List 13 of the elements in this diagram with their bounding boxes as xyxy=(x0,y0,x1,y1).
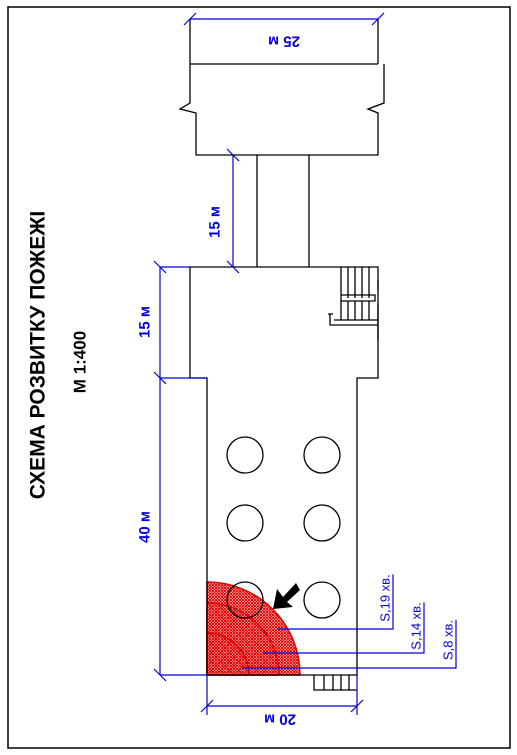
scale-label: М 1:400 xyxy=(72,330,88,394)
leader-line xyxy=(278,574,394,630)
dimension-label: 15 м xyxy=(208,206,222,238)
dimension-label: 20 м xyxy=(264,712,296,726)
time-area-label: S,8 хв. xyxy=(442,620,454,660)
diagram-title: СХЕМА РОЗВИТКУ ПОЖЕЖІ xyxy=(28,210,48,500)
leader-line xyxy=(263,602,425,654)
dimension-label: 15 м xyxy=(138,306,152,338)
leader-line xyxy=(242,620,457,669)
dimension-label: 25 м xyxy=(268,34,300,48)
dimension-label: 40 м xyxy=(138,511,152,543)
time-area-label: S,19 хв. xyxy=(378,574,392,622)
time-area-label: S,14 хв. xyxy=(410,602,422,650)
